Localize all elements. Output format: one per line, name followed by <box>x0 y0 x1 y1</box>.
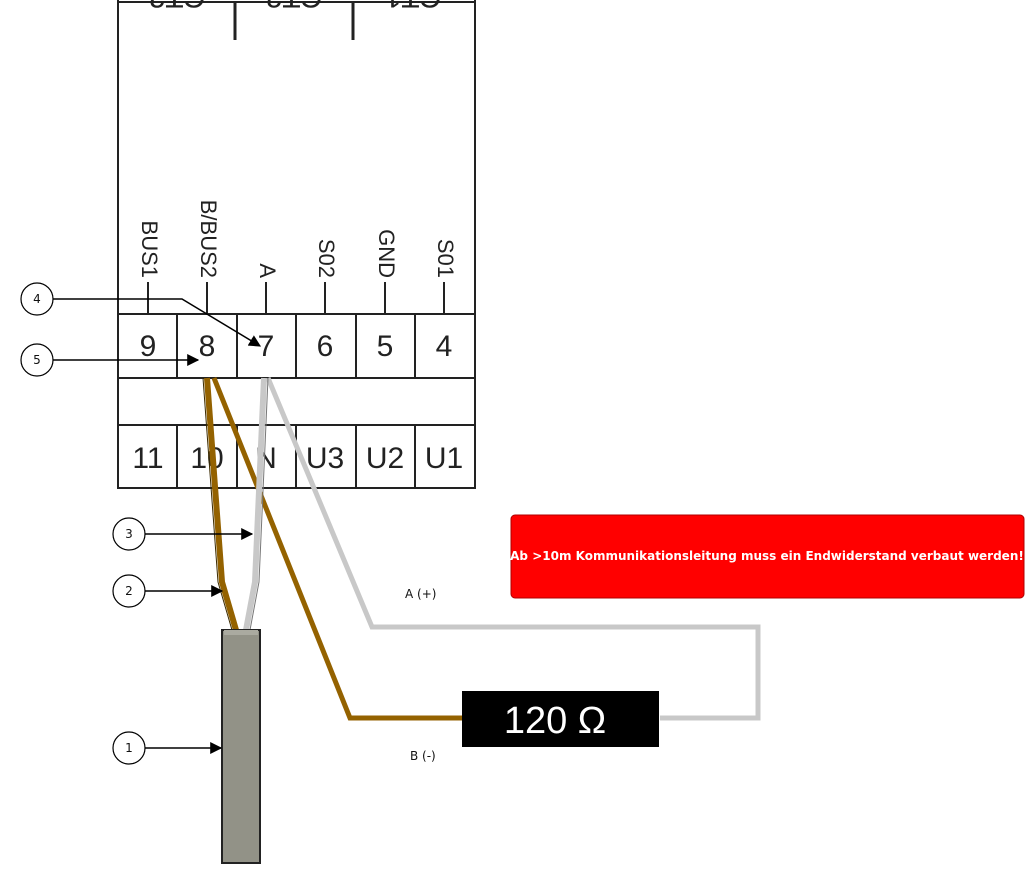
svg-text:1: 1 <box>125 741 133 755</box>
signal-label-gnd: GND <box>374 229 399 278</box>
callout-3: 3 <box>112 517 254 551</box>
terminal-6: 6 <box>317 330 334 363</box>
terminal-u3: U3 <box>306 442 344 475</box>
wire-label-a: A (+) <box>405 587 436 601</box>
svg-text:4: 4 <box>33 292 41 306</box>
cable-core-brown <box>204 377 239 631</box>
signal-label-a: A <box>255 263 280 278</box>
callout-2: 2 <box>112 574 224 608</box>
warning-box: Ab >10m Kommunikationsleitung muss ein E… <box>510 514 1025 599</box>
terminal-8: 8 <box>199 330 216 363</box>
signal-label-s01: S01 <box>433 239 458 278</box>
meter-housing <box>117 0 476 489</box>
terminal-5: 5 <box>377 330 394 363</box>
resistor-label: 120 Ω <box>504 700 606 742</box>
warning-text: Ab >10m Kommunikationsleitung muss ein E… <box>510 549 1024 563</box>
svg-text:5: 5 <box>33 353 41 367</box>
ct2-label: CT2 <box>266 0 323 13</box>
terminal-9: 9 <box>140 330 157 363</box>
cable-core-grey <box>243 377 267 631</box>
signal-label-bus1: BUS1 <box>137 221 162 278</box>
terminal-10: 10 <box>190 442 223 475</box>
svg-text:2: 2 <box>125 584 133 598</box>
terminal-4: 4 <box>436 330 453 363</box>
termination-resistor <box>462 691 659 747</box>
ct3-label: CT3 <box>149 0 206 13</box>
callout-5: 5 <box>20 343 200 377</box>
wire-label-b: B (-) <box>410 749 436 763</box>
terminal-11: 11 <box>132 442 163 475</box>
terminal-u1: U1 <box>425 442 463 475</box>
signal-label-b-bus2: B/BUS2 <box>196 200 221 278</box>
callout-1: 1 <box>112 731 223 765</box>
wire-a-grey <box>265 377 761 721</box>
signal-label-s02: S02 <box>314 239 339 278</box>
callout-4: 4 <box>20 282 262 347</box>
terminal-u2: U2 <box>366 442 404 475</box>
svg-text:3: 3 <box>125 527 133 541</box>
ct1-label: CT1 <box>385 0 442 13</box>
terminal-7: 7 <box>258 330 275 363</box>
cable-sheath <box>221 629 261 864</box>
